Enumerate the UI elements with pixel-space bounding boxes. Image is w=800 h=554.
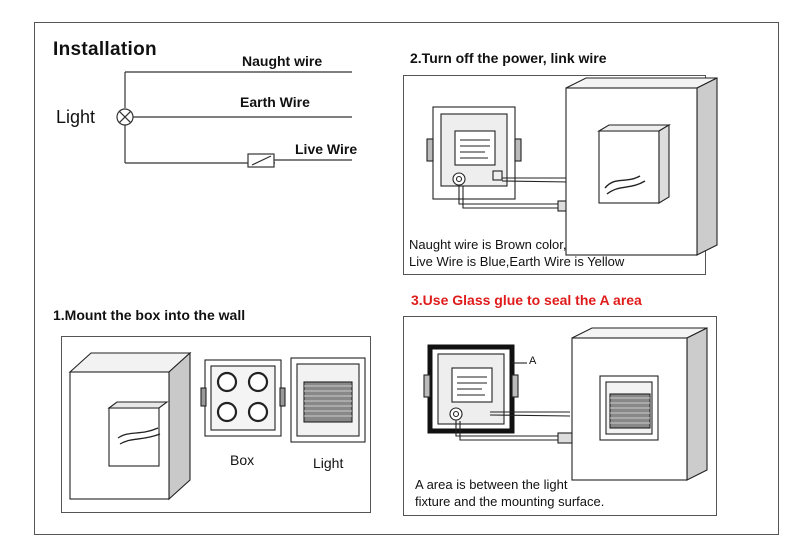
box-caption: Box [230, 452, 255, 468]
light-label: Light [56, 107, 96, 127]
step3-note-line1: A area is between the light [415, 477, 568, 492]
a-area-marker: A [529, 355, 537, 367]
diagram-frame [34, 22, 779, 535]
step2-title: 2.Turn off the power, link wire [410, 50, 607, 66]
step2-note-line2: Live Wire is Blue,Earth Wire is Yellow [409, 254, 625, 269]
step3-panel [403, 316, 717, 516]
installation-title: Installation [53, 39, 157, 60]
live-wire-label: Live Wire [295, 141, 358, 157]
step2-note-line1: Naught wire is Brown color, [409, 237, 567, 252]
step3-title: 3.Use Glass glue to seal the A area [411, 292, 642, 308]
step1-panel [61, 336, 371, 513]
earth-wire-label: Earth Wire [240, 94, 310, 110]
naught-wire-label: Naught wire [242, 53, 323, 69]
step3-note-line2: fixture and the mounting surface. [415, 494, 605, 509]
step1-title: 1.Mount the box into the wall [53, 307, 246, 323]
light-caption: Light [313, 455, 344, 471]
